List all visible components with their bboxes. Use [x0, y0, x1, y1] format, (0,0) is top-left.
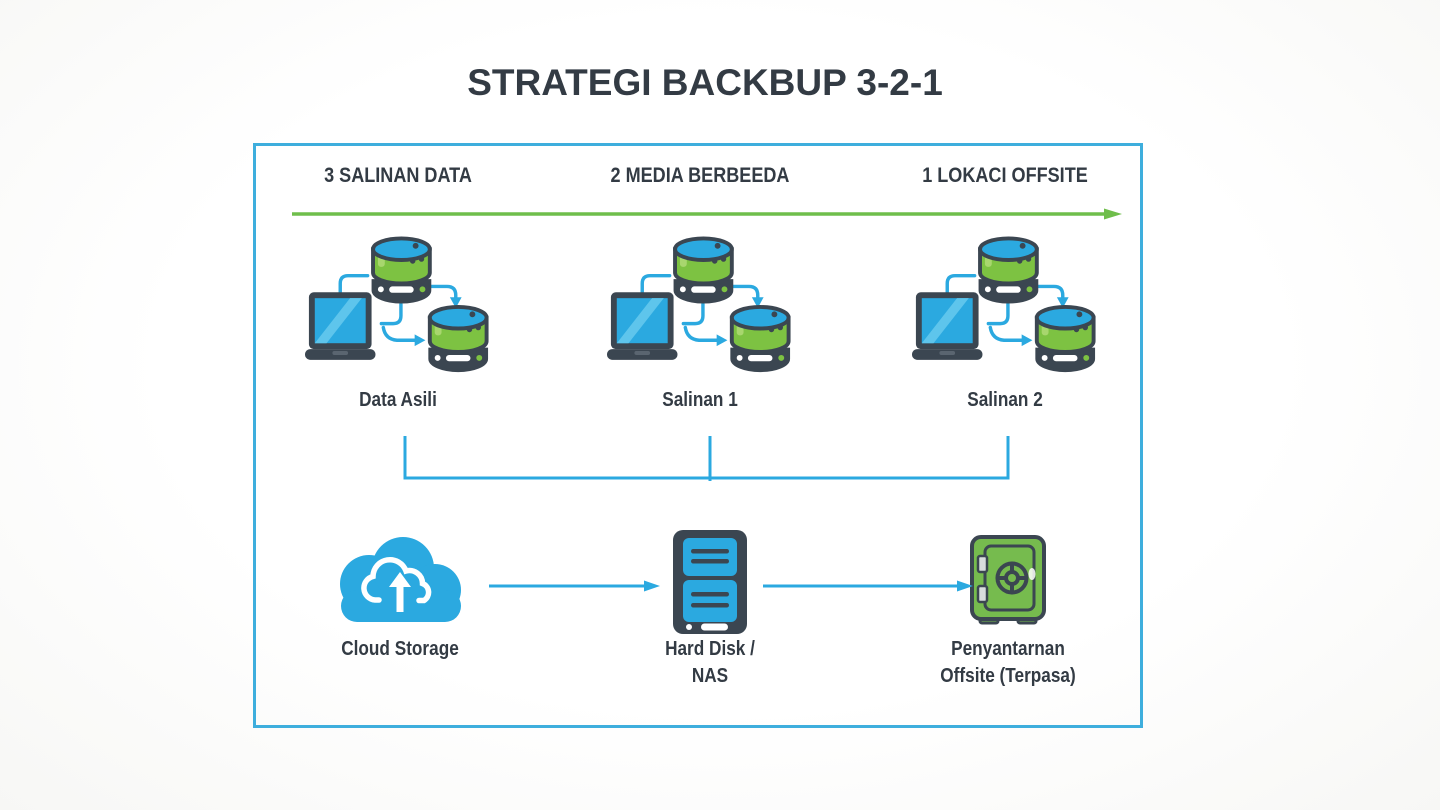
step-header-label: 3 SALINAN DATA — [324, 164, 472, 187]
destination-label-line1: Hard Disk / — [665, 638, 755, 660]
destination-label-cloud: Cloud Storage — [250, 636, 550, 663]
data-copy-group-icon — [912, 236, 1098, 376]
destination-label-line1: Penyantarnan — [951, 638, 1065, 660]
bracket-connector — [403, 436, 1010, 481]
safe-vault-icon — [970, 535, 1046, 625]
copy-label-original: Data Asili — [248, 389, 548, 412]
copy-label-text: Data Asili — [359, 389, 437, 411]
copy-label-copy2: Salinan 2 — [855, 389, 1155, 412]
diagram-panel: 3 SALINAN DATA 2 MEDIA BERBEEDA 1 LOKACI… — [253, 143, 1143, 728]
nas-server-icon — [673, 530, 747, 634]
copy-label-text: Salinan 2 — [967, 389, 1043, 411]
destination-label-line1: Cloud Storage — [341, 638, 459, 660]
cloud-upload-icon — [340, 537, 461, 622]
step-header-1-offsite: 1 LOKACI OFFSITE — [855, 164, 1155, 188]
page-title: STRATEGI BACKBUP 3-2-1 — [467, 62, 943, 103]
step-header-label: 1 LOKACI OFFSITE — [922, 164, 1088, 187]
destination-label-nas: Hard Disk / NAS — [560, 636, 860, 690]
step-header-label: 2 MEDIA BERBEEDA — [610, 164, 790, 187]
copy-label-text: Salinan 1 — [662, 389, 738, 411]
destination-label-line2: Offsite (Terpasa) — [940, 665, 1076, 687]
destination-flow-arrows — [489, 580, 973, 592]
data-copy-group-icon — [607, 236, 793, 376]
progression-arrow — [292, 208, 1122, 220]
copy-label-copy1: Salinan 1 — [550, 389, 850, 412]
destination-label-offsite: Penyantarnan Offsite (Terpasa) — [858, 636, 1158, 690]
data-copy-group-icon — [305, 236, 491, 376]
destination-label-line2: NAS — [691, 665, 729, 687]
step-header-2-media: 2 MEDIA BERBEEDA — [550, 164, 850, 188]
step-header-3-copies: 3 SALINAN DATA — [248, 164, 548, 188]
